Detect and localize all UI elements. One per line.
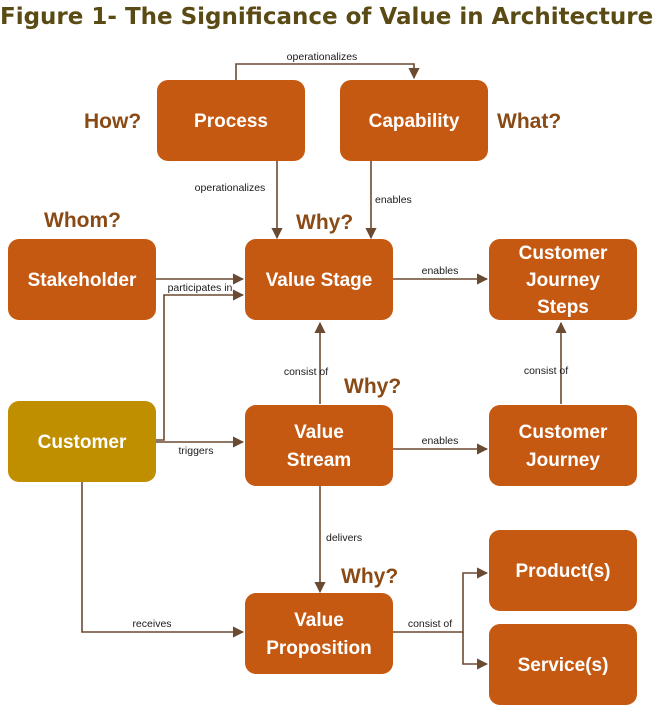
node-value-stream: Value Stream bbox=[245, 405, 393, 486]
question-why-value-stream: Why? bbox=[344, 375, 401, 398]
node-stakeholder: Stakeholder bbox=[8, 239, 156, 320]
node-label-cj-steps-line-3: Steps bbox=[537, 297, 589, 318]
node-customer-journey-steps: Customer Journey Steps bbox=[489, 239, 637, 320]
edge-label-participates-in: participates in bbox=[168, 282, 233, 294]
edge-value-proposition-to-product bbox=[393, 567, 489, 633]
question-why-value-proposition: Why? bbox=[341, 565, 398, 588]
question-why-value-stage: Why? bbox=[296, 211, 353, 234]
edge-label-consist-of-stream: consist of bbox=[284, 366, 328, 378]
node-label-service: Service(s) bbox=[518, 655, 609, 676]
node-value-stage: Value Stage bbox=[245, 239, 393, 320]
edge-label-receives: receives bbox=[132, 618, 171, 630]
node-label-value-proposition-line-2: Proposition bbox=[266, 638, 372, 659]
node-product: Product(s) bbox=[489, 530, 637, 611]
edge-customer-to-value-proposition bbox=[81, 482, 245, 638]
node-capability: Capability bbox=[340, 80, 488, 161]
node-label-stakeholder: Stakeholder bbox=[28, 270, 137, 291]
edge-customer-to-value-stage bbox=[156, 289, 245, 441]
edge-process-to-capability bbox=[235, 63, 420, 80]
edge-label-enables-stream: enables bbox=[422, 435, 459, 447]
node-label-value-stream-line-2: Stream bbox=[287, 450, 351, 471]
edge-label-operationalizes: operationalizes bbox=[195, 182, 266, 194]
node-customer-journey: Customer Journey bbox=[489, 405, 637, 486]
edge-label-consist-of-journey: consist of bbox=[524, 365, 568, 377]
edge-label-operationalizes-top: operationalizes bbox=[287, 51, 358, 63]
node-label-customer-journey-line-1: Customer bbox=[519, 422, 608, 443]
edge-label-triggers: triggers bbox=[178, 445, 213, 457]
edge-label-enables-capability: enables bbox=[375, 194, 412, 206]
node-label-customer: Customer bbox=[38, 432, 127, 453]
question-what: What? bbox=[497, 110, 561, 133]
question-whom: Whom? bbox=[44, 209, 121, 232]
node-label-cj-steps-line-1: Customer bbox=[519, 243, 608, 264]
edge-label-delivers: delivers bbox=[326, 532, 362, 544]
figure-title: Figure 1- The Significance of Value in A… bbox=[0, 4, 653, 30]
question-how: How? bbox=[84, 110, 141, 133]
node-label-customer-journey-line-2: Journey bbox=[526, 450, 600, 471]
node-label-process: Process bbox=[194, 111, 268, 132]
node-customer: Customer bbox=[8, 401, 156, 482]
node-label-value-proposition-line-1: Value bbox=[294, 610, 344, 631]
edge-value-proposition-to-service bbox=[462, 632, 489, 670]
node-label-cj-steps-line-2: Journey bbox=[526, 270, 600, 291]
edge-label-consist-of-proposition: consist of bbox=[408, 618, 452, 630]
node-label-product: Product(s) bbox=[516, 561, 611, 582]
node-label-value-stage: Value Stage bbox=[266, 270, 373, 291]
node-value-proposition: Value Proposition bbox=[245, 593, 393, 674]
edge-label-enables-stage: enables bbox=[422, 265, 459, 277]
node-label-capability: Capability bbox=[369, 111, 460, 132]
node-service: Service(s) bbox=[489, 624, 637, 705]
node-process: Process bbox=[157, 80, 305, 161]
node-label-value-stream-line-1: Value bbox=[294, 422, 344, 443]
